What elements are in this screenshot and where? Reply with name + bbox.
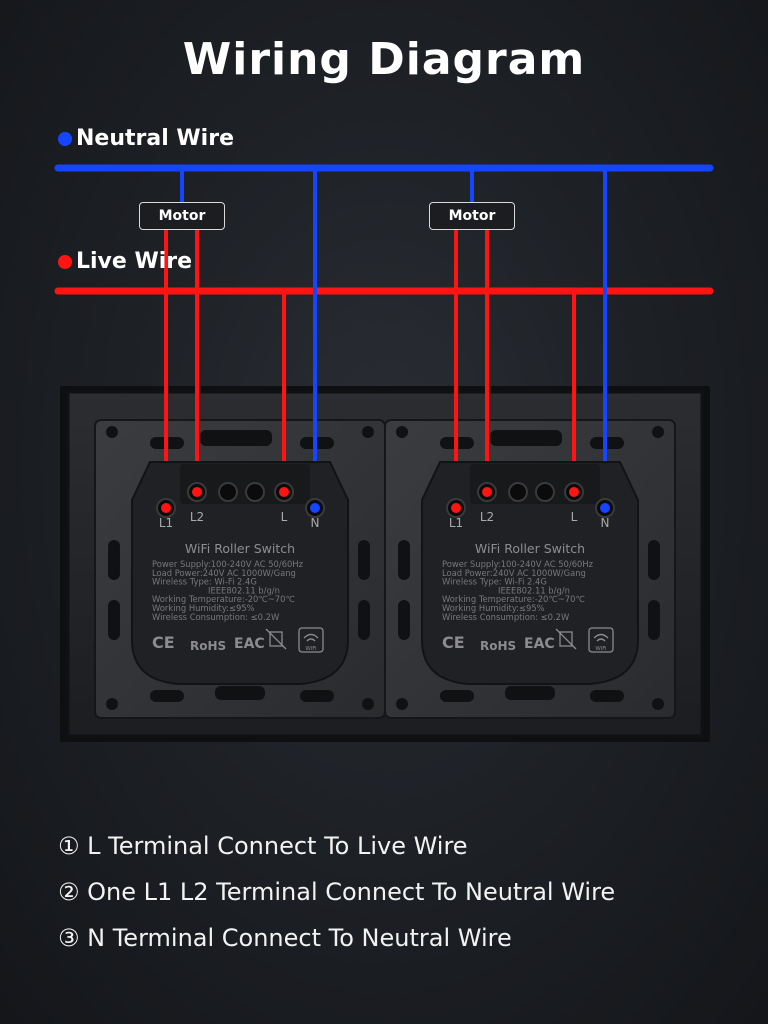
frame-slot xyxy=(150,690,184,702)
instruction-list: ① L Terminal Connect To Live Wire ② One … xyxy=(58,828,615,966)
frame-slot xyxy=(108,600,120,640)
screw-hole-icon xyxy=(362,698,374,710)
screw-hole-icon xyxy=(396,698,408,710)
terminal-label-n: N xyxy=(601,516,610,530)
rohs-mark-icon: RoHS xyxy=(190,639,226,653)
wifi-badge-icon xyxy=(298,627,324,653)
neutral-wire-text: Neutral Wire xyxy=(76,126,234,151)
frame-slot xyxy=(440,690,474,702)
instruction-item-1: ① L Terminal Connect To Live Wire xyxy=(58,832,468,860)
terminal-label-l: L xyxy=(571,510,578,524)
screw-hole-icon xyxy=(106,698,118,710)
spec-line: Load Power:240V AC 1000W/Gang xyxy=(442,568,586,578)
screw-hole-icon xyxy=(362,426,374,438)
instruction-item-2: ② One L1 L2 Terminal Connect To Neutral … xyxy=(58,878,616,906)
neutral-wire-label: Neutral Wire xyxy=(58,126,234,151)
terminal-label-n: N xyxy=(311,516,320,530)
frame-slot xyxy=(358,600,370,640)
frame-slot xyxy=(200,430,272,446)
live-dot-icon xyxy=(58,254,72,269)
module-name: WiFi Roller Switch xyxy=(475,541,585,556)
spec-line: Working Temperature:-20℃~70℃ xyxy=(442,594,585,604)
frame-slot xyxy=(300,690,334,702)
ce-mark-icon: CE xyxy=(152,633,175,652)
terminal-hole-icon xyxy=(535,482,555,502)
terminal-label-l2: L2 xyxy=(480,510,494,524)
weee-bin-icon xyxy=(269,631,283,647)
ce-mark-icon: CE xyxy=(442,633,465,652)
spec-line: IEEE802.11 b/g/n xyxy=(498,585,570,595)
terminal-hole-icon xyxy=(245,482,265,502)
terminal-label-l1: L1 xyxy=(449,516,463,530)
page-title: Wiring Diagram xyxy=(182,34,586,85)
frame-slot xyxy=(505,686,555,700)
wifi-badge-text: WiFi xyxy=(305,646,317,652)
spec-line: Wireless Type: Wi-Fi 2.4G xyxy=(442,577,547,587)
weee-cross xyxy=(555,628,577,650)
wifi-arc xyxy=(593,633,609,639)
wifi-arc xyxy=(596,638,606,642)
spec-line: Power Supply:100-240V AC 50/60Hz xyxy=(152,559,304,569)
terminal-label-l2: L2 xyxy=(190,510,204,524)
frame-slot xyxy=(398,540,410,580)
frame-slot xyxy=(648,600,660,640)
live-wire-text: Live Wire xyxy=(76,249,193,274)
module-housing xyxy=(131,461,349,685)
spec-line: Load Power:240V AC 1000W/Gang xyxy=(152,568,296,578)
spec-line: Wireless Type: Wi-Fi 2.4G xyxy=(152,577,257,587)
rohs-mark-icon: RoHS xyxy=(480,639,516,653)
frame-slot xyxy=(108,540,120,580)
motor-box-2: Motor xyxy=(429,202,515,230)
frame-slot xyxy=(490,430,562,446)
screw-hole-icon xyxy=(652,426,664,438)
spec-line: IEEE802.11 b/g/n xyxy=(208,585,280,595)
live-wire-label: Live Wire xyxy=(58,249,192,274)
spec-line: Wireless Consumption: ≤0.2W xyxy=(442,612,569,622)
wifi-arc xyxy=(306,638,316,642)
terminal-dot xyxy=(310,503,320,513)
spec-line: Working Humidity:≤95% xyxy=(152,603,255,613)
wifi-badge-text: WiFi xyxy=(595,646,607,652)
frame-slot xyxy=(358,540,370,580)
frame-slot xyxy=(215,686,265,700)
terminal-label-l: L xyxy=(281,510,288,524)
terminal-hole-icon xyxy=(218,482,238,502)
spec-line: Wireless Consumption: ≤0.2W xyxy=(152,612,279,622)
terminal-dot xyxy=(482,487,492,497)
terminal-hole-icon xyxy=(508,482,528,502)
terminal-label-l1: L1 xyxy=(159,516,173,530)
terminal-dot xyxy=(161,503,171,513)
neutral-dot-icon xyxy=(58,131,72,146)
wifi-badge-icon xyxy=(588,627,614,653)
frame-slot xyxy=(398,600,410,640)
screw-hole-icon xyxy=(396,426,408,438)
module-housing xyxy=(421,461,639,685)
screw-hole-icon xyxy=(106,426,118,438)
weee-bin-icon xyxy=(559,631,573,647)
frame-slot xyxy=(590,690,624,702)
instruction-item-3: ③ N Terminal Connect To Neutral Wire xyxy=(58,924,512,952)
terminal-dot xyxy=(569,487,579,497)
spec-line: Working Temperature:-20℃~70℃ xyxy=(152,594,295,604)
spec-line: Working Humidity:≤95% xyxy=(442,603,545,613)
weee-cross xyxy=(265,628,287,650)
eac-mark-icon: EAC xyxy=(524,636,555,652)
screw-hole-icon xyxy=(652,698,664,710)
frame-slot xyxy=(648,540,660,580)
terminal-dot xyxy=(192,487,202,497)
terminal-dot xyxy=(600,503,610,513)
eac-mark-icon: EAC xyxy=(234,636,265,652)
spec-line: Power Supply:100-240V AC 50/60Hz xyxy=(442,559,594,569)
module-name: WiFi Roller Switch xyxy=(185,541,295,556)
motor-box-1: Motor xyxy=(139,202,225,230)
terminal-dot xyxy=(279,487,289,497)
terminal-dot xyxy=(451,503,461,513)
wifi-arc xyxy=(303,633,319,639)
